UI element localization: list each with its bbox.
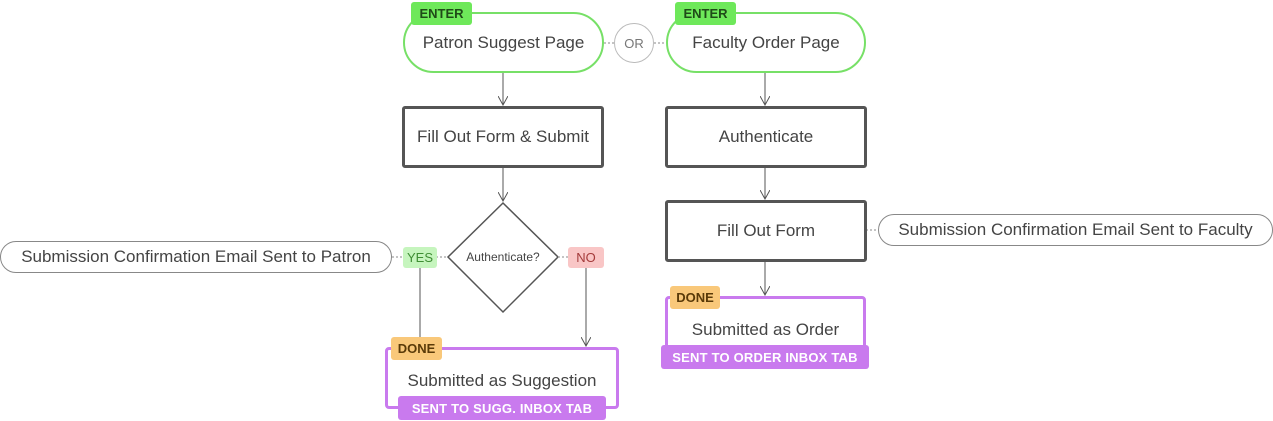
- decision-diamond[interactable]: [446, 201, 560, 314]
- patron-suggest-page-node[interactable]: Patron Suggest Page: [403, 12, 604, 73]
- sugg-inbox-tab-badge: SENT TO SUGG. INBOX TAB: [398, 396, 606, 420]
- authenticate-label: Authenticate: [718, 127, 814, 146]
- or-connector: OR: [614, 23, 654, 63]
- authenticate-node[interactable]: Authenticate: [665, 106, 867, 168]
- done-tag-order: DONE: [670, 286, 720, 309]
- submitted-as-order-label: Submitted as Order: [691, 320, 840, 339]
- decision-label: Authenticate?: [466, 250, 540, 264]
- done-tag-suggestion: DONE: [391, 337, 442, 360]
- faculty-email-note[interactable]: Submission Confirmation Email Sent to Fa…: [878, 214, 1273, 246]
- fill-out-form-submit-node[interactable]: Fill Out Form & Submit: [402, 106, 604, 168]
- yes-label: YES: [403, 247, 437, 268]
- enter-tag-left: ENTER: [411, 2, 472, 25]
- patron-suggest-page-label: Patron Suggest Page: [422, 32, 585, 52]
- fill-out-form-node[interactable]: Fill Out Form: [665, 200, 867, 262]
- order-inbox-tab-badge: SENT TO ORDER INBOX TAB: [661, 345, 869, 369]
- submitted-as-suggestion-label: Submitted as Suggestion: [407, 371, 597, 390]
- fill-out-form-submit-label: Fill Out Form & Submit: [417, 127, 589, 146]
- no-label: NO: [568, 247, 604, 268]
- patron-email-note[interactable]: Submission Confirmation Email Sent to Pa…: [0, 241, 392, 273]
- fill-out-form-label: Fill Out Form: [716, 221, 816, 240]
- patron-email-note-label: Submission Confirmation Email Sent to Pa…: [21, 247, 371, 266]
- faculty-order-page-label: Faculty Order Page: [692, 32, 840, 52]
- enter-tag-right: ENTER: [675, 2, 736, 25]
- faculty-email-note-label: Submission Confirmation Email Sent to Fa…: [898, 220, 1253, 239]
